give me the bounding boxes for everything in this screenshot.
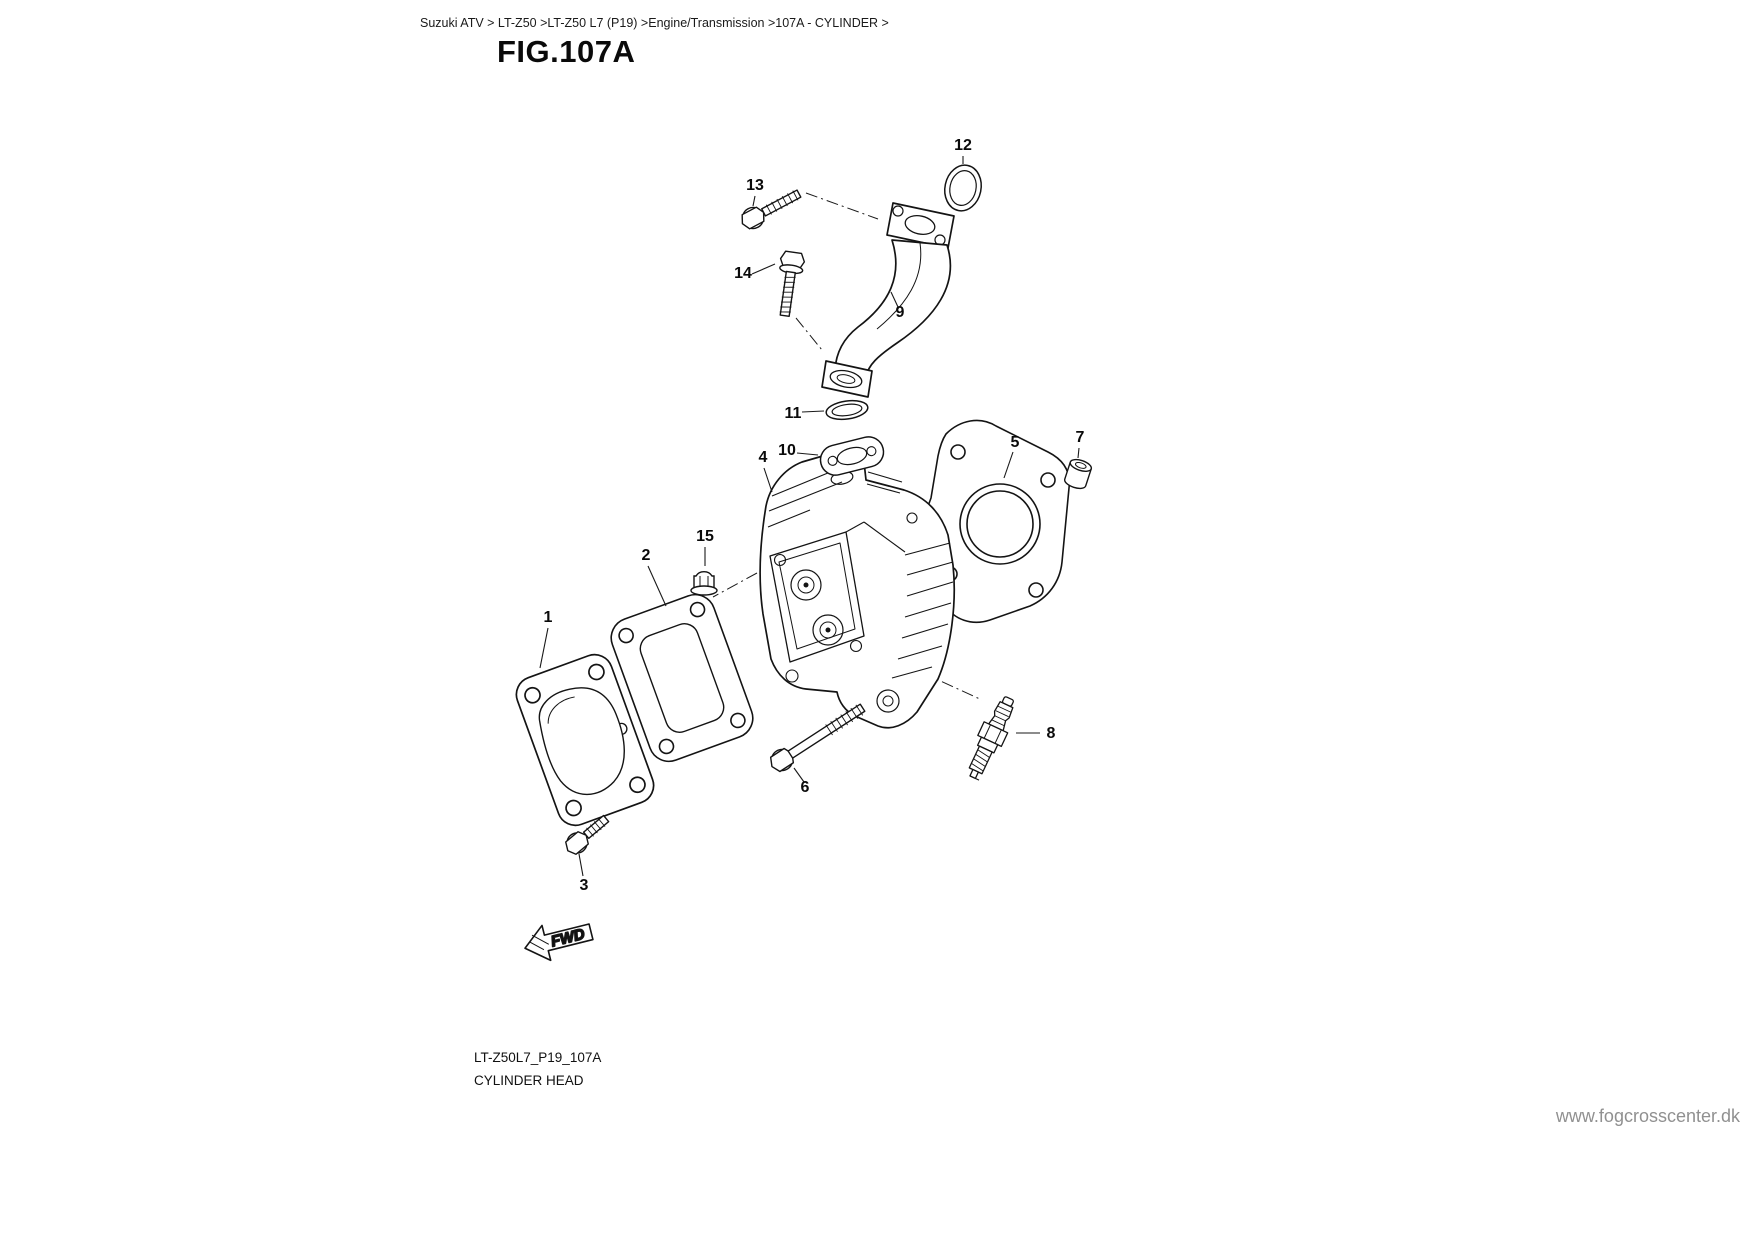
- part-callout-11: 11: [785, 405, 802, 422]
- breadcrumb[interactable]: Suzuki ATV > LT-Z50 >LT-Z50 L7 (P19) >En…: [420, 16, 889, 30]
- part-callout-5: 5: [1011, 434, 1020, 451]
- part-callout-2: 2: [642, 547, 651, 564]
- part-callout-6: 6: [801, 779, 810, 796]
- part-14-stud-bolt: [779, 250, 806, 318]
- part-13-flange-bolt: [741, 189, 802, 230]
- fwd-label: FWD: [549, 926, 586, 951]
- figure-code: LT-Z50L7_P19_107A: [474, 1050, 602, 1065]
- part-4-cylinder-head: [759, 448, 956, 729]
- part-callout-9: 9: [896, 304, 905, 321]
- part-12-o-ring: [944, 164, 982, 212]
- part-10-intake-gasket: [819, 436, 885, 476]
- figure-title: FIG.107A: [497, 34, 636, 69]
- part-callout-13: 13: [746, 177, 764, 194]
- part-callout-3: 3: [580, 877, 589, 894]
- part-2-cover-gasket: [610, 593, 754, 763]
- watermark-link[interactable]: www.fogcrosscenter.dk: [1555, 1106, 1740, 1126]
- part-callout-8: 8: [1047, 725, 1056, 742]
- part-11-o-ring: [825, 399, 869, 421]
- fwd-arrow: FWD: [524, 923, 594, 962]
- part-callout-12: 12: [954, 137, 972, 154]
- part-9-intake-pipe: [821, 202, 955, 398]
- part-8-spark-plug: [968, 696, 1014, 781]
- part-callout-4: 4: [759, 449, 768, 466]
- part-callout-14: 14: [734, 265, 752, 282]
- part-callout-1: 1: [544, 609, 553, 626]
- part-callout-15: 15: [696, 528, 714, 545]
- part-callout-10: 10: [778, 442, 796, 459]
- part-6-head-bolt: [769, 703, 866, 773]
- part-15-cap-nut: [690, 570, 718, 596]
- part-7-dowel-pin: [1063, 458, 1093, 490]
- part-1-cylinder-head-cover: [515, 653, 655, 827]
- leader-lines: [539, 156, 1080, 877]
- part-3-cover-bolt: [565, 814, 610, 855]
- part-callout-7: 7: [1076, 429, 1085, 446]
- figure-name: CYLINDER HEAD: [474, 1073, 584, 1088]
